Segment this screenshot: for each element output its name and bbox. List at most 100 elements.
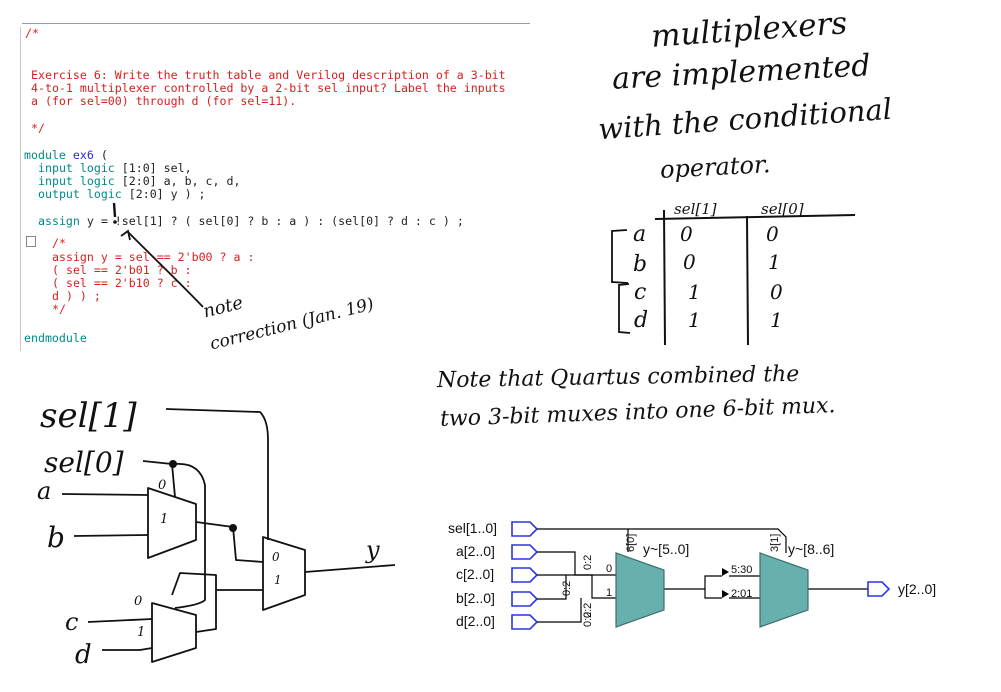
junction-mux-out [229,524,237,532]
sketch-mux1-in1: 1 [160,512,169,527]
svg-text:d[2..0]: d[2..0] [456,613,495,629]
exercise-line-1: Exercise 6: Write the truth table and Ve… [31,68,506,82]
truth-row-b-input: b [633,252,648,277]
truth-row-b-sel1: 0 [683,250,696,274]
exclamation-dot [113,220,117,224]
svg-text:a[2..0]: a[2..0] [456,543,495,559]
comment-open: /* [25,26,39,40]
sketch-input-c: c [65,608,79,636]
wire-sel0-down [174,462,206,609]
port-c[interactable]: c[2..0] [456,566,539,583]
wire-a [61,493,149,496]
sketch-mux-final [262,536,306,611]
assign-statement: assign y = !sel[1] ? ( sel[0] ? b : a ) … [38,215,464,228]
tap-label-1: 0:2 [582,555,594,570]
port-sel[interactable]: sel[1..0] [448,520,539,537]
module-declaration: module ex6 ( [24,149,108,162]
svg-text:c[2..0]: c[2..0] [456,566,494,582]
truth-row-d-sel0: 1 [770,308,783,332]
module-paren: ( [100,148,108,162]
alt-line-2: ( sel == 2'b01 ? b : [52,263,192,277]
mux-y-8-6[interactable]: 3[1] y~[8..6] [759,534,834,628]
port-d[interactable]: d[2..0] [456,613,539,630]
truth-header-sel0: sel[0] [761,200,804,218]
wire-mux-cd-out [171,572,263,633]
sketch-mux2-in1: 1 [137,625,146,640]
mux2-name: y~[8..6] [788,541,834,557]
mux1-sel-label: 6[0] [625,534,637,552]
table-col-divider-1 [663,209,666,346]
table-bracket-bottom [618,283,631,334]
sketch-mux1-in0: 0 [158,478,167,493]
alt-line-1: assign y = sel == 2'b00 ? a : [52,250,255,264]
code-panel: /* Exercise 6: Write the truth table and… [20,23,532,353]
exercise-line-2: 4-to-1 multiplexer controlled by a 2-bit… [31,81,506,95]
wire-sel1 [165,408,269,540]
mux1-in1-label: 1 [606,587,612,599]
assign-expression: y = !sel[1] ? ( sel[0] ? b : a ) : (sel[… [86,214,464,228]
fold-gutter [20,27,21,351]
wire-d [102,647,153,651]
assign-keyword: assign [38,214,80,228]
wire-mux-ab-out [195,521,264,563]
tap-label-4: 0:2 [582,612,594,627]
svg-text:y[2..0]: y[2..0] [898,581,936,597]
svg-text:sel[1..0]: sel[1..0] [448,520,497,536]
quartus-wires [537,528,868,623]
mux-y-5-0[interactable]: 0 1 6[0] y~[5..0] [606,534,689,628]
port-sel-rest: [1:0] sel, [121,161,192,175]
truth-row-c-sel0: 0 [770,280,783,304]
bus-arrow-2 [722,590,729,598]
truth-row-c-input: c [634,280,647,305]
exclamation-stroke [112,202,117,218]
table-bracket-top [611,229,629,284]
table-header-rule [654,214,856,220]
wire-y [304,564,396,573]
sketch-mux2-in0: 0 [134,594,143,609]
wire-b [73,534,149,537]
port-y[interactable]: y[2..0] [867,581,936,597]
bus-slice-2: 2:01 [731,588,752,600]
mux1-in0-label: 0 [606,563,612,575]
port-b[interactable]: b[2..0] [456,590,539,607]
sketch-sel1-label: sel[1] [40,396,137,436]
code-top-rule [22,23,530,24]
sketch-output-y: y [366,536,380,564]
mux1-name: y~[5..0] [643,541,689,557]
port-sel-type: input logic [38,161,115,175]
table-col-divider-2 [746,215,749,346]
port-inputs-type: input logic [38,174,115,188]
truth-row-a-sel0: 0 [766,222,779,246]
port-a[interactable]: a[2..0] [456,543,539,560]
comment-close: */ [31,121,45,135]
mux2-sel-label: 3[1] [769,534,781,552]
alt-line-4: d ) ) ; [52,289,101,303]
exercise-line-3: a (for sel=00) through d (for sel=11). [31,94,297,108]
alt-comment-open: /* [52,236,66,250]
port-sel: input logic [1:0] sel, [38,162,192,175]
port-output-rest: [2:0] y ) ; [128,187,206,201]
wire-c [87,618,153,623]
port-inputs: input logic [2:0] a, b, c, d, [38,175,240,188]
sketch-sel0-label: sel[0] [44,446,124,479]
correction-arrow [127,231,204,308]
svg-text:b[2..0]: b[2..0] [456,590,495,606]
truth-row-d-input: d [634,308,649,333]
truth-row-a-input: a [633,222,647,247]
sketch-mux3-in1: 1 [274,573,282,587]
port-output-type: output logic [38,187,122,201]
bus-arrow-1 [722,568,729,576]
truth-row-d-sel1: 1 [688,308,701,332]
arrow-head [120,229,131,241]
truth-row-c-sel1: 1 [688,280,701,304]
fold-toggle[interactable] [26,236,36,247]
sketch-mux-ab [147,487,197,559]
port-inputs-rest: [2:0] a, b, c, d, [121,174,241,188]
tap-label-3: 0:2 [582,603,594,618]
bus-slice-1: 5:30 [731,564,752,576]
tap-label-2: 0:2 [561,581,573,596]
port-output: output logic [2:0] y ) ; [38,188,206,201]
endmodule-keyword: endmodule [24,331,87,345]
